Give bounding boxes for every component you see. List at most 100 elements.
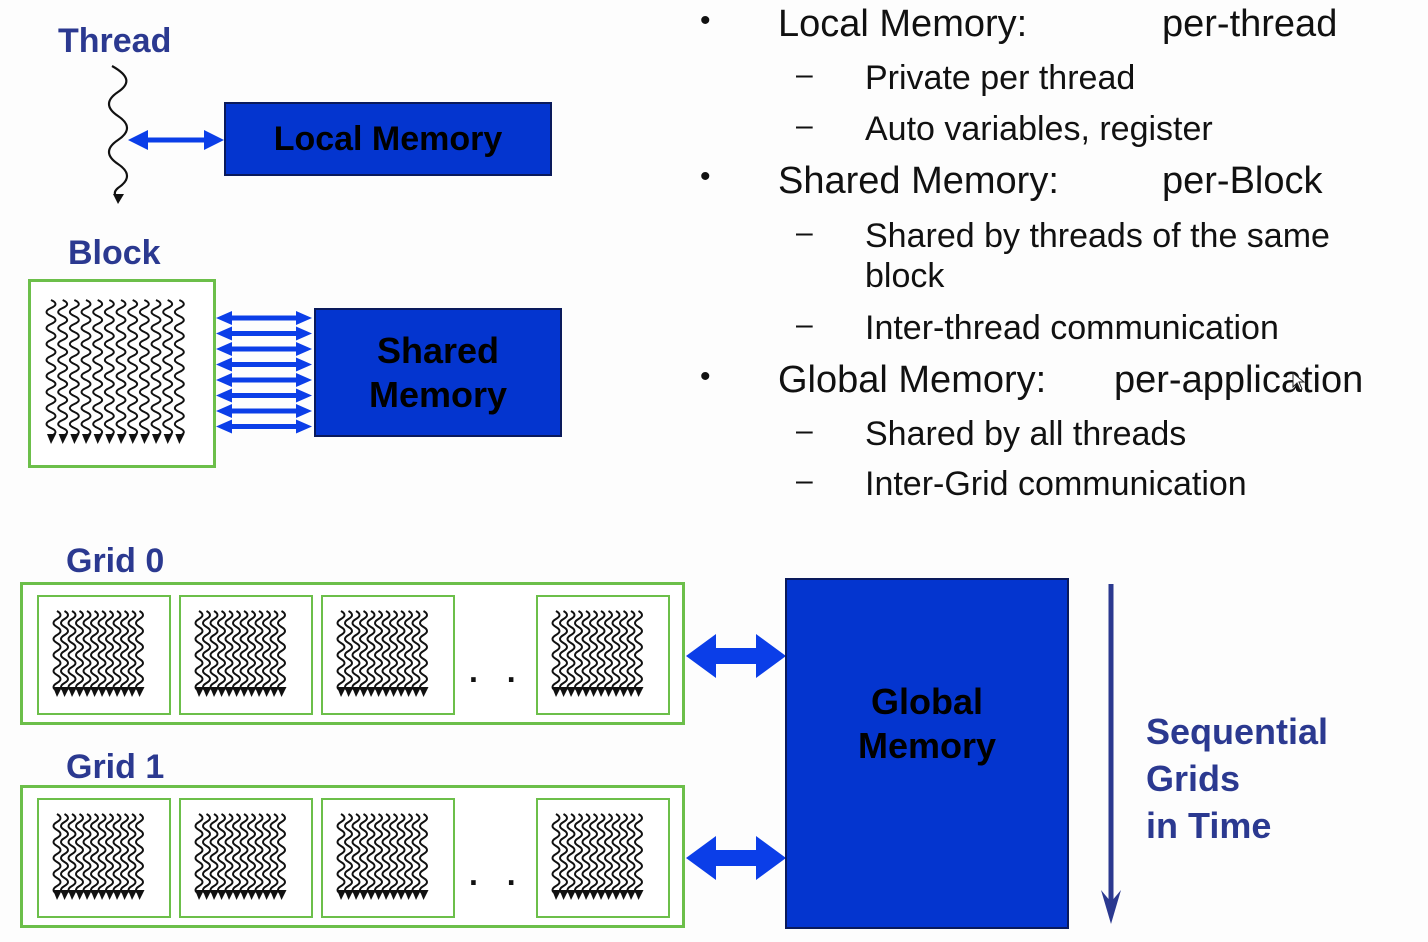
block-threads-icon (52, 813, 145, 900)
thread-arrowhead (367, 890, 376, 900)
thread-line (551, 610, 561, 692)
thread-line (404, 610, 413, 692)
thread-line (589, 610, 598, 692)
thread-arrowhead (60, 687, 70, 697)
grid-block (536, 595, 670, 715)
grid1-global-arrow-icon (686, 836, 786, 880)
bullet-local-scope: per-thread (1162, 3, 1338, 45)
shared-double-arrow (216, 342, 312, 356)
thread-arrowhead (567, 890, 576, 900)
dash-marker: – (796, 308, 813, 341)
thread-line (404, 813, 413, 895)
thread-line (277, 813, 286, 895)
thread-line (80, 299, 92, 437)
thread-line (336, 813, 346, 895)
thread-arrowhead (105, 434, 115, 444)
thread-line (389, 610, 398, 692)
thread-arrowhead (140, 434, 150, 444)
thread-arrowhead (120, 687, 130, 697)
thread-arrowhead (128, 434, 138, 444)
thread-arrowhead (83, 687, 92, 697)
thread-line (194, 813, 204, 895)
thread-arrowhead (60, 890, 70, 900)
thread-line (75, 813, 84, 895)
grid-0-label: Grid 0 (66, 542, 165, 580)
thread-arrowhead (232, 890, 242, 900)
thread-line (82, 610, 92, 692)
thread-line (224, 813, 234, 895)
thread-arrowhead (404, 687, 414, 697)
grid-block (179, 798, 313, 918)
thread-arrowhead (70, 434, 80, 444)
thread-arrowhead (412, 890, 421, 900)
dash-marker: – (796, 109, 813, 142)
thread-arrowhead (175, 434, 185, 444)
block-threads-icon (45, 299, 185, 444)
bullet-marker: • (700, 160, 711, 193)
thread-line (67, 610, 77, 692)
thread-line (566, 813, 576, 895)
thread-line (57, 299, 69, 437)
dash-marker: – (796, 414, 813, 447)
shared-memory-box: Shared Memory (314, 308, 562, 437)
grid-1-label: Grid 1 (66, 748, 165, 786)
thread-line (344, 610, 353, 692)
thread-arrowhead (128, 687, 137, 697)
block-threads-icon (336, 610, 429, 697)
thread-local-arrow-icon (128, 130, 224, 150)
thread-arrowhead (47, 434, 56, 444)
thread-line (581, 610, 591, 692)
thread-line (209, 610, 219, 692)
block-threads-icon (551, 610, 644, 697)
thread-arrowhead (240, 890, 249, 900)
thread-arrowhead (247, 890, 257, 900)
thread-line (366, 813, 376, 895)
thread-arrowhead (552, 687, 561, 697)
bullet-shared-sub-1: Shared by threads of the same block (865, 217, 1330, 295)
thread-arrowhead (619, 890, 629, 900)
thread-line (162, 299, 174, 437)
thread-line (202, 813, 211, 895)
grid-block (321, 595, 455, 715)
thread-line (351, 813, 361, 895)
thread-line (269, 813, 279, 895)
thread-arrowhead (559, 890, 569, 900)
thread-line (381, 813, 391, 895)
thread-arrowhead (117, 434, 126, 444)
shared-double-arrow (216, 419, 312, 434)
grid-1-container: . . . (20, 785, 685, 928)
thread-line (75, 610, 84, 692)
shared-double-arrow (216, 311, 312, 325)
thread-arrowhead (412, 687, 421, 697)
thread-line (52, 610, 62, 692)
thread-line (574, 813, 583, 895)
mouse-cursor-icon (1292, 371, 1306, 391)
thread-arrowhead (240, 687, 249, 697)
time-label-line3: in Time (1146, 805, 1272, 846)
thread-arrowhead (397, 890, 406, 900)
thread-line (135, 813, 144, 895)
thread-line (419, 813, 428, 895)
thread-line (634, 610, 643, 692)
thread-line (254, 610, 264, 692)
local-memory-label: Local Memory (273, 119, 503, 158)
thread-arrowhead (344, 890, 354, 900)
thread-line (604, 813, 613, 895)
thread-line (374, 610, 383, 692)
thread-arrowhead (82, 434, 91, 444)
thread-arrowhead (83, 890, 92, 900)
thread-arrowhead (619, 687, 629, 697)
thread-arrowhead (105, 687, 115, 697)
time-label-line1: Sequential (1146, 711, 1329, 752)
thread-arrowhead (270, 687, 279, 697)
thread-line (60, 813, 69, 895)
thread-line (97, 610, 107, 692)
thread-arrowhead (344, 687, 354, 697)
thread-arrowhead (382, 687, 391, 697)
thread-line (67, 813, 77, 895)
thread-arrowhead (582, 890, 591, 900)
block-threads-icon (52, 610, 145, 697)
thread-line (239, 610, 249, 692)
thread-line (247, 610, 256, 692)
global-memory-box: Global Memory (785, 578, 1069, 929)
